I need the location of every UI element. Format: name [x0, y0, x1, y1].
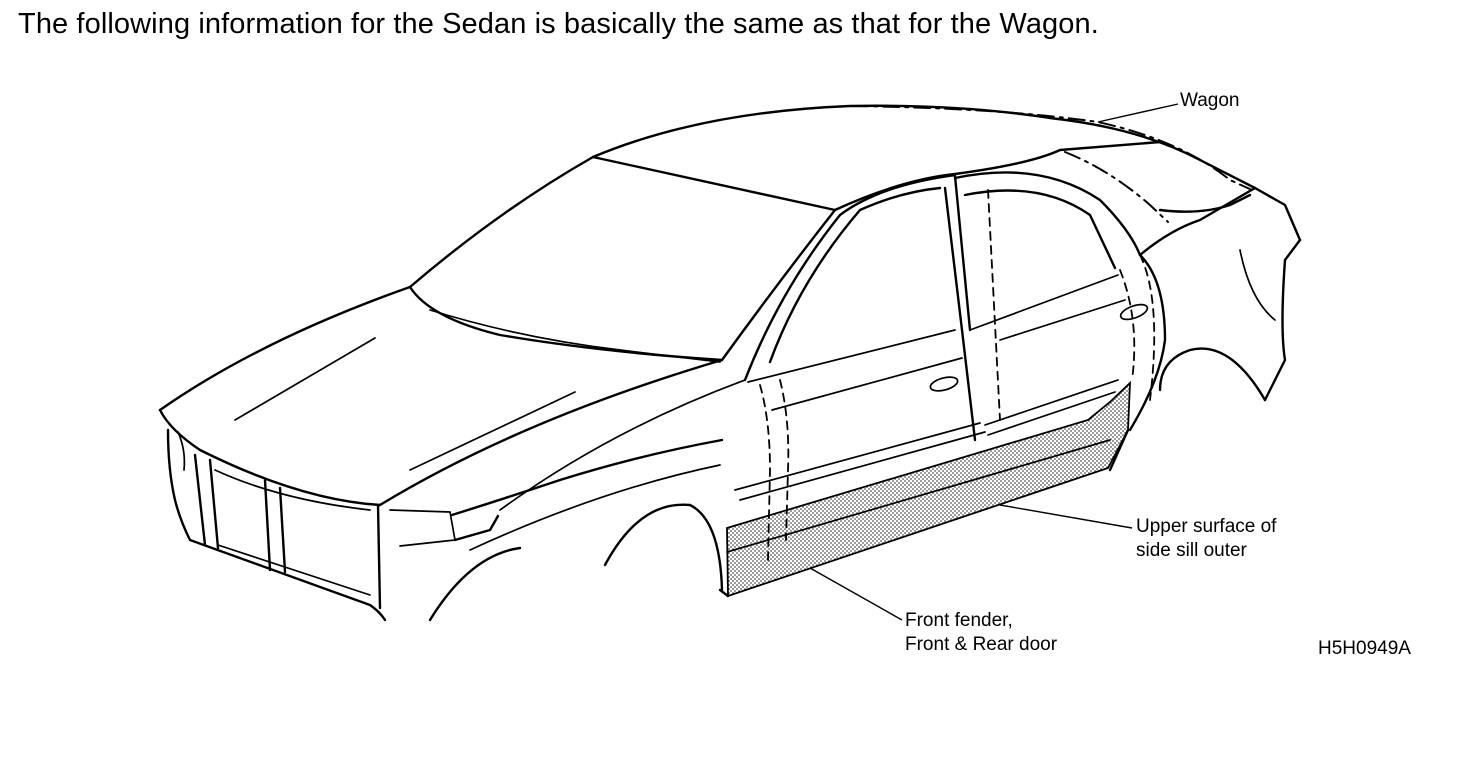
front-fender: [428, 379, 746, 622]
windshield: [408, 155, 837, 363]
wagon-label: Wagon: [1180, 90, 1240, 111]
upper-sill-label-line1: Upper surface of: [1136, 516, 1277, 537]
fender-label-line1: Front fender,: [905, 610, 1013, 631]
fender-leader-line: [809, 567, 903, 621]
sill-upper-edge: [726, 439, 1111, 553]
figure-code: H5H0949A: [1318, 638, 1411, 659]
fender-label-line2: Front & Rear door: [905, 634, 1058, 655]
front-end: [166, 428, 456, 622]
wagon-leader-line: [1097, 103, 1179, 123]
wagon-roof-outline: [851, 105, 1253, 191]
page-title: The following information for the Sedan …: [18, 8, 1099, 40]
rear-door: [953, 171, 1156, 436]
sill-hatched-area: [726, 380, 1131, 598]
upper-sill-label-line2: side sill outer: [1136, 540, 1248, 561]
wagon-rear-outline: [1064, 151, 1169, 223]
upper-sill-leader-line: [999, 504, 1133, 529]
front-door: [734, 173, 986, 561]
roof: [591, 104, 1257, 212]
rear-quarter: [1108, 186, 1302, 472]
hood: [158, 285, 724, 507]
